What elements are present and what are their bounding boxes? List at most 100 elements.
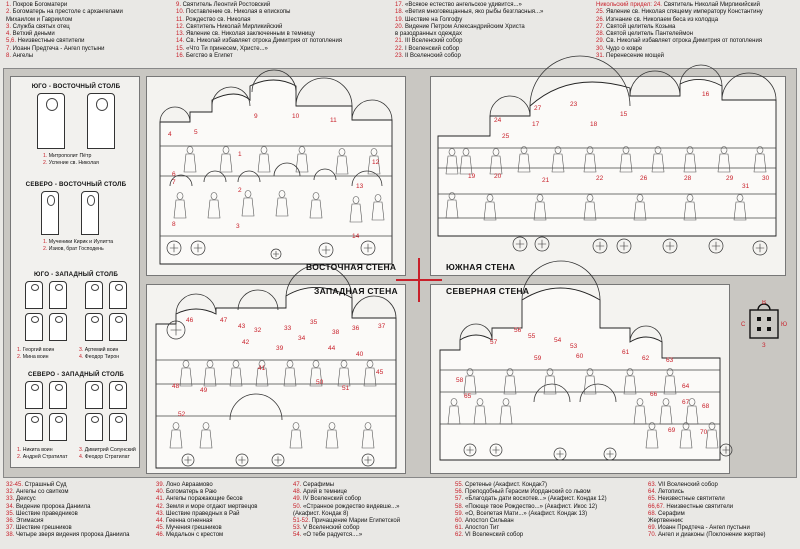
pillar-figure xyxy=(49,313,67,341)
pillar-figure xyxy=(85,313,103,341)
scene-number: 45 xyxy=(376,369,384,376)
legend-bottom-item-number: 32-45. xyxy=(6,482,24,488)
legend-bottom-item-text: Сретенье (Акафист. Кондак7) xyxy=(463,482,548,488)
pillar-title: ЮГО - ВОСТОЧНЫЙ СТОЛБ xyxy=(31,83,121,90)
legend-bottom-item: 48. Арий в темнице xyxy=(293,489,400,496)
figure-head xyxy=(736,194,744,202)
legend-top-item-number: 25. xyxy=(596,9,605,16)
pillar-caption-number: 3. xyxy=(79,447,84,453)
legend-bottom-item-number: 61. xyxy=(455,525,464,532)
scene-number: 13 xyxy=(356,183,364,190)
legend-bottom-item: 49. IV Вселенский собор xyxy=(293,496,400,503)
figure-body xyxy=(229,367,243,387)
legend-bottom-item-number: 36. xyxy=(6,518,15,525)
medallion-cross xyxy=(238,456,246,464)
legend-bottom-item-text: Иоанн Предтеча - Ангел пустыни xyxy=(656,525,750,532)
figure-head xyxy=(370,148,378,156)
legend-bottom-item-number: 41. xyxy=(156,496,165,503)
figure-body xyxy=(583,201,597,221)
legend-bottom-item-number: 65. xyxy=(648,496,657,503)
legend-top-item-text: Святитель Николай Мирликийский xyxy=(184,23,283,30)
legend-bottom-item-number: 64. xyxy=(648,489,657,496)
pillar-figure xyxy=(25,281,43,309)
wall-arch xyxy=(533,383,571,403)
figure-head xyxy=(210,192,218,200)
legend-top-item-number: 9. xyxy=(176,2,182,8)
wall-medallion xyxy=(166,240,182,256)
figure-body xyxy=(705,429,719,449)
wall-arch xyxy=(169,174,193,187)
legend-top-item-text: Изгнание св. Николаем беса из колодца xyxy=(604,16,719,23)
medallion-cross xyxy=(321,245,331,255)
legend-bottom-item-text: «О, Всепетая Мати...» (Акафист. Кондак 1… xyxy=(463,510,588,517)
pillar-figure xyxy=(37,93,65,149)
legend-bottom-item-text: Преподобный Герасим Иорданский со львом xyxy=(463,489,591,496)
legend-bottom-item-number: 48. xyxy=(293,489,302,496)
figure-head xyxy=(298,146,306,154)
wall-medallion xyxy=(166,320,186,340)
pillar-caption-number: 1. xyxy=(17,447,22,453)
legend-top-item-text: «Ветия многовещанныя, яко рыбы безгласны… xyxy=(403,9,544,16)
legend-top-item-text: Поставление св. Николая в епископы xyxy=(184,9,291,16)
figure-head xyxy=(312,192,320,200)
wall-arch xyxy=(351,99,393,121)
figure-body xyxy=(583,153,597,173)
figure-head xyxy=(476,398,484,406)
pillar-caption-number: 1. xyxy=(43,239,48,245)
scene-number: 29 xyxy=(726,175,734,182)
figure-head xyxy=(366,360,374,368)
medallion-cross xyxy=(606,450,614,458)
wall-medallion xyxy=(553,447,567,461)
pillar-figure xyxy=(85,281,103,309)
legend-top-item-number: 8. xyxy=(6,53,12,60)
figure-head xyxy=(506,368,514,376)
figure-body xyxy=(199,429,213,449)
legend-top-item-number: 26. xyxy=(596,16,605,23)
pillar-title: СЕВЕРО - ВОСТОЧНЫЙ СТОЛБ xyxy=(25,181,127,188)
medallion-cross xyxy=(556,450,564,458)
wall-arch xyxy=(351,295,397,319)
legend-top-item-text: Иоанн Предтеча - Ангел пустыни xyxy=(11,45,105,52)
legend-top-item: 4. Ветхий деньми xyxy=(6,31,123,38)
figure-head xyxy=(462,148,470,156)
legend-bottom-item-number: 70. xyxy=(648,532,657,539)
legend-bottom-item-text: Жертвенник: xyxy=(648,518,684,525)
wall-medallion xyxy=(181,453,195,467)
figure-body xyxy=(289,429,303,449)
legend-bottom-item-text: «Благодать дати восхотев...» (Акафист. К… xyxy=(463,496,607,503)
figure-body xyxy=(483,201,497,221)
wall-outline xyxy=(439,287,721,461)
figure-body xyxy=(203,367,217,387)
figure-head xyxy=(536,194,544,202)
figure-head xyxy=(492,148,500,156)
legend-top-item-number: 28. xyxy=(596,31,605,38)
pillar-caption: 1. Митрополит Пётр xyxy=(43,153,91,159)
pillar-title: ЮГО - ЗАПАДНЫЙ СТОЛБ xyxy=(33,271,118,278)
scene-number: 58 xyxy=(456,377,464,384)
figure-head xyxy=(278,190,286,198)
church-plan-icon: В С Ю З xyxy=(741,300,787,348)
figure-body xyxy=(459,155,473,175)
legend-bottom-item: 56. Преподобный Герасим Иорданский со ль… xyxy=(455,489,607,496)
legend-top-item-number: 19. xyxy=(395,16,404,23)
figure-body xyxy=(255,367,269,387)
medallion-cross xyxy=(184,456,192,464)
legend-bottom-item-text: Шествие грешников xyxy=(14,525,72,532)
pillar-caption: 3. Артемий воин xyxy=(79,347,118,353)
figure-body xyxy=(685,405,699,425)
legend-bottom-item-number: 56. xyxy=(455,489,464,496)
figure-head xyxy=(636,194,644,202)
figure-head xyxy=(328,422,336,430)
legend-bottom-item-text: Летопись xyxy=(656,489,684,496)
figure-body xyxy=(717,153,731,173)
figure-body xyxy=(363,367,377,387)
wall-medallion xyxy=(719,443,733,457)
pillar-caption-number: 4. xyxy=(79,454,84,460)
figure-head xyxy=(340,360,348,368)
legend-top-item-number: 31. xyxy=(596,53,605,60)
figure-head xyxy=(554,146,562,154)
wall-arch xyxy=(629,70,681,97)
